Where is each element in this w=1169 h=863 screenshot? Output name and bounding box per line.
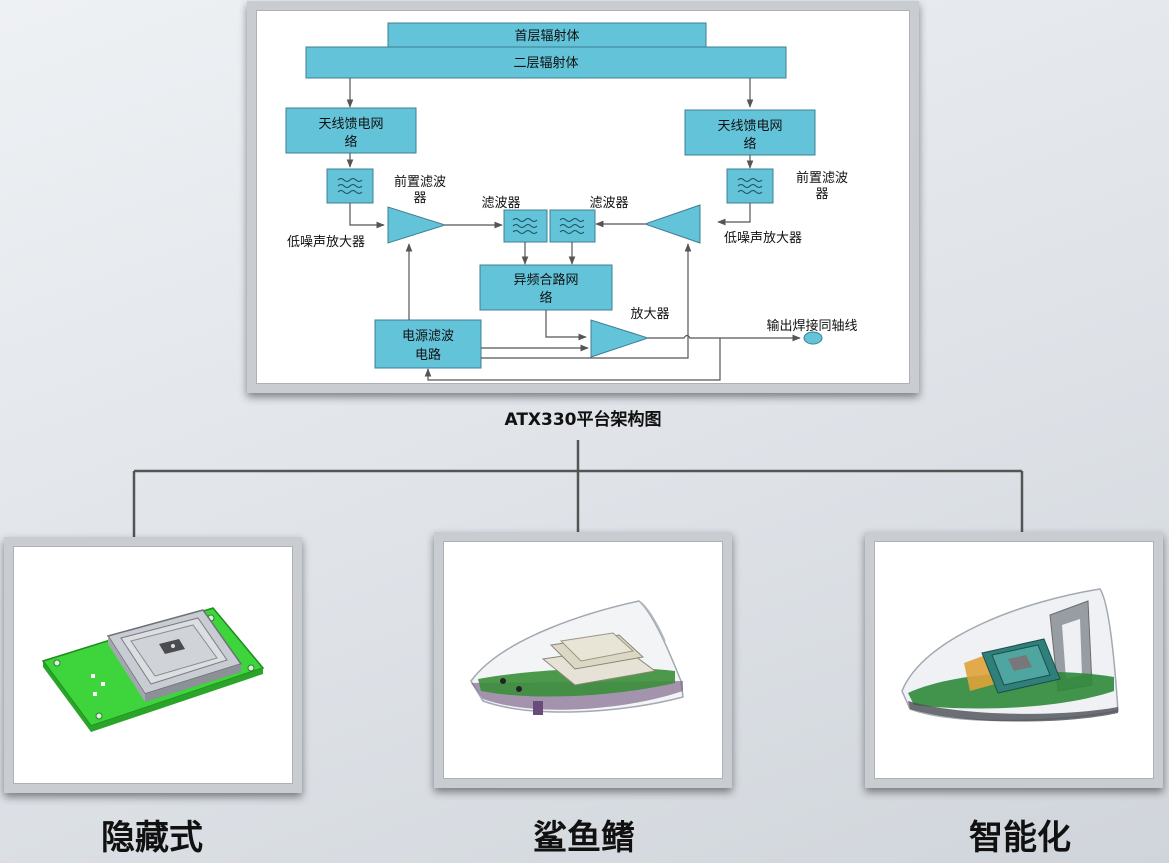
feed-network-right-box: [684, 109, 816, 156]
product-hidden-frame: [4, 537, 302, 793]
product-sharkfin-label: 鲨鱼鳍: [533, 818, 635, 858]
feed-network-left-line1: 天线馈电网: [318, 117, 383, 132]
product-sharkfin-frame: [434, 532, 732, 788]
top-radiator-label: 首层辐射体: [514, 28, 579, 44]
filter-left-label: 滤波器: [481, 196, 520, 211]
architecture-diagram: 首层辐射体 二层辐射体 天线馈电网 络 天线馈电网 络 前置滤波 器 前置滤波 …: [285, 22, 858, 381]
product-smart-frame: [865, 532, 1163, 788]
smart-antenna-image: [901, 588, 1119, 722]
prefilter-left-line1: 前置滤波: [394, 174, 446, 190]
feed-network-right-line2: 络: [743, 136, 756, 152]
feed-network-left-box: [285, 107, 417, 154]
output-label: 输出焊接同轴线: [766, 318, 857, 334]
lna-left-triangle: [387, 206, 447, 244]
power-filter-line1: 电源滤波: [402, 329, 454, 344]
product-hidden-label: 隐藏式: [101, 818, 203, 858]
prefilter-right-line2: 器: [815, 187, 828, 202]
amplifier-triangle: [590, 319, 650, 358]
product-smart-label: 智能化: [969, 818, 1071, 858]
lna-right-triangle: [643, 204, 701, 244]
combiner-network-line2: 络: [539, 290, 552, 306]
output-coax-icon: [803, 331, 823, 345]
architecture-diagram-frame: 首层辐射体 二层辐射体 天线馈电网 络 天线馈电网 络 前置滤波 器 前置滤波 …: [247, 1, 919, 393]
amplifier-label: 放大器: [630, 307, 669, 322]
top-radiator-box: [387, 22, 707, 48]
power-filter-line2: 电路: [415, 347, 441, 363]
feed-network-left-line2: 络: [344, 134, 357, 150]
diagram-caption: ATX330平台架构图: [504, 410, 662, 430]
hidden-antenna-image: [41, 607, 265, 732]
second-radiator-label: 二层辐射体: [513, 55, 578, 71]
sharkfin-antenna-image: [470, 600, 684, 715]
power-filter-box: [374, 319, 482, 369]
prefilter-right-line1: 前置滤波: [796, 170, 848, 186]
lna-left-label: 低噪声放大器: [287, 235, 365, 250]
second-radiator-box: [305, 46, 787, 79]
feed-network-right-line1: 天线馈电网: [717, 119, 782, 134]
combiner-network-line1: 异频合路网: [513, 272, 578, 288]
prefilter-left-line2: 器: [413, 191, 426, 206]
lna-right-label: 低噪声放大器: [724, 231, 802, 246]
filter-right-label: 滤波器: [589, 196, 628, 211]
